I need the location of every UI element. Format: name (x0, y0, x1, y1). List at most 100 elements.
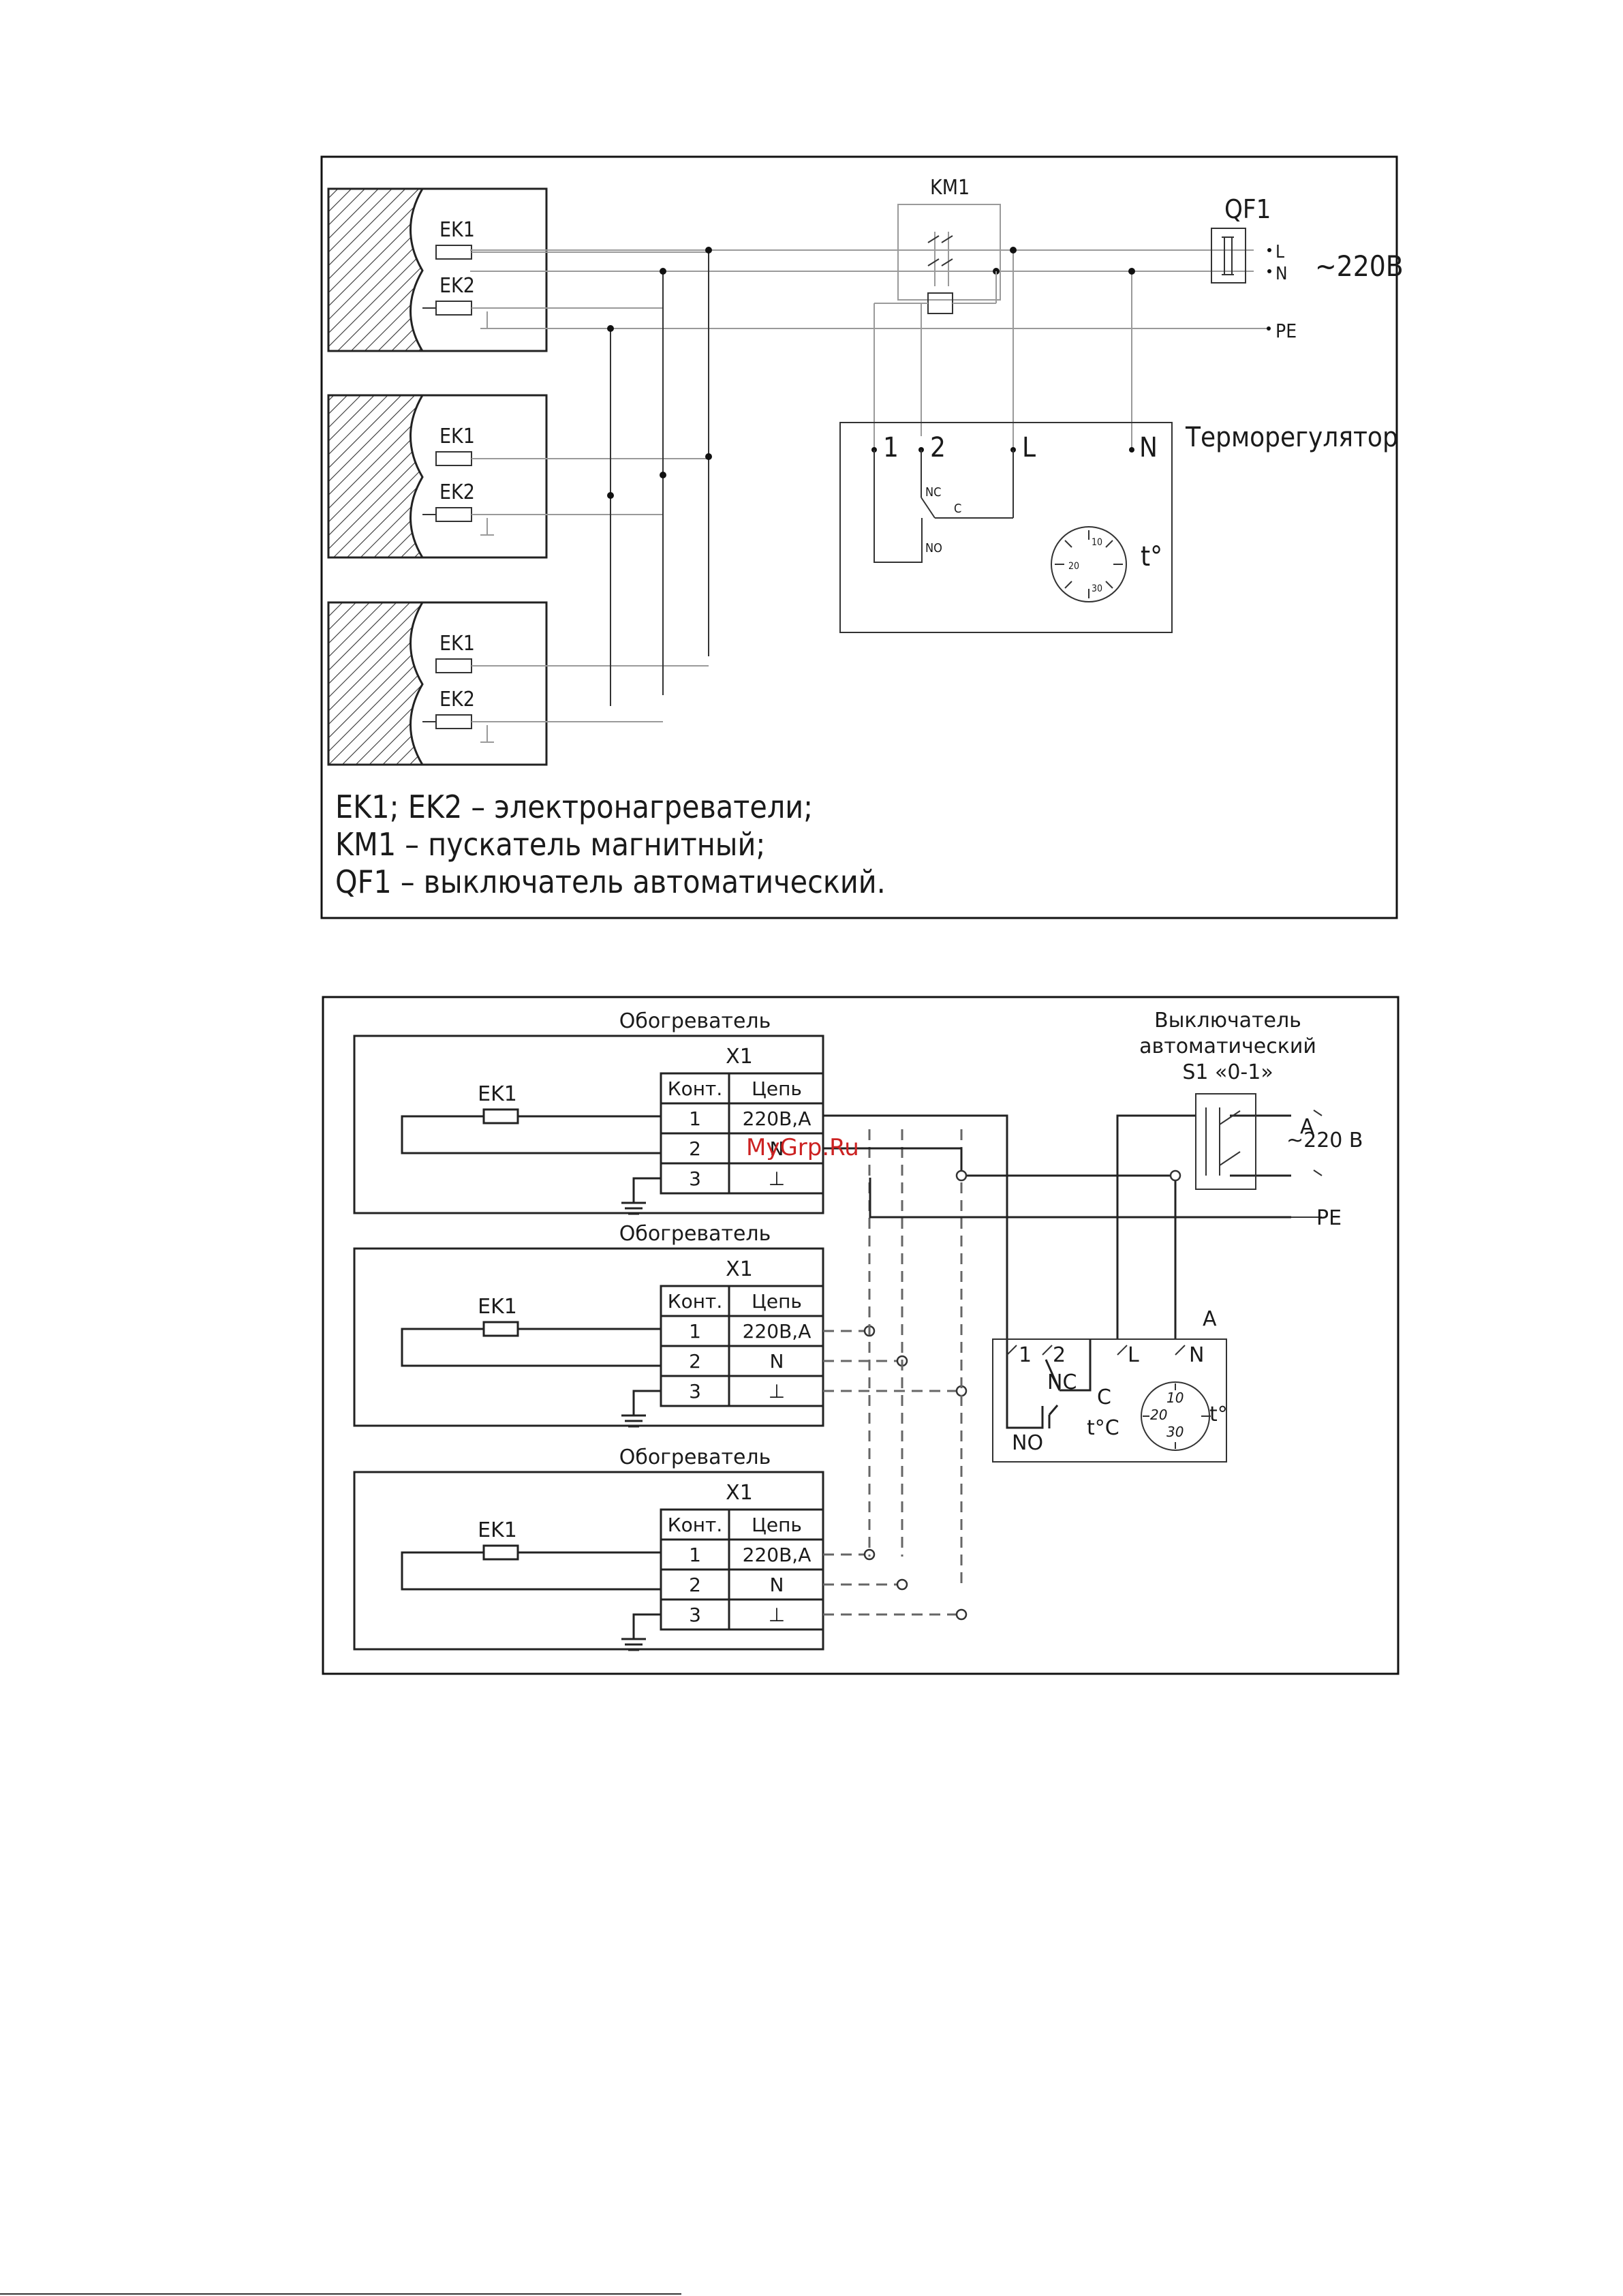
ek1-label: EK1 (478, 1518, 517, 1542)
header-cep: Цепь (752, 1077, 802, 1100)
ek1-resistor-icon (482, 1108, 519, 1124)
km1-label: KM1 (930, 176, 970, 200)
ek1-label: EK1 (478, 1082, 517, 1106)
terminal-l-label: L (1022, 432, 1036, 463)
ek1-label: EK1 (478, 1295, 517, 1319)
dashed-bus (868, 1129, 963, 1585)
row-cep: 220В,А (743, 1107, 812, 1130)
no-label: NO (925, 541, 942, 555)
thermostat-a-label: A (1203, 1307, 1217, 1331)
dial2-20: 20 (1150, 1407, 1167, 1423)
qf1-label: QF1 (1224, 194, 1271, 224)
row-cep: 220В,А (743, 1544, 812, 1566)
ek1-label: EK1 (439, 425, 475, 448)
terminal-1-label: 1 (883, 432, 899, 463)
thermostat-2: A 1 2 L N NC C NO t°C 10 20 30 t° (992, 1307, 1228, 1463)
row-cep: N (770, 1574, 784, 1596)
thermostat-tc: t°C (1087, 1416, 1119, 1440)
legend-line-2: KM1 – пускатель магнитный; (335, 826, 765, 863)
row-cep: ⊥ (769, 1380, 785, 1403)
switch-title-3: S1 «0-1» (1182, 1060, 1273, 1084)
switch-voltage-label: ~220 В (1286, 1129, 1363, 1152)
row-kont: 2 (689, 1137, 701, 1160)
ek1-resistor-icon (435, 451, 472, 466)
thermostat-tdeg: t° (1209, 1403, 1228, 1426)
row-kont: 3 (689, 1167, 701, 1190)
dial2-30: 30 (1166, 1424, 1184, 1440)
terminal-2-label: 2 (930, 432, 946, 463)
switch-a-label: A (1300, 1115, 1314, 1139)
header-kont: Конт. (668, 1077, 723, 1100)
row-kont: 3 (689, 1604, 701, 1626)
qf1-n-label: N (1276, 264, 1288, 284)
row-kont: 3 (689, 1380, 701, 1403)
ek2-resistor-icon (435, 301, 472, 316)
thermostat-t1: 1 (1019, 1343, 1032, 1367)
row-kont: 1 (689, 1107, 701, 1130)
row-cep: N (770, 1350, 784, 1373)
ek2-resistor-icon (435, 714, 472, 729)
ek2-resistor-icon (435, 507, 472, 522)
legend: EK1; EK2 – электронагреватели; KM1 – пус… (335, 789, 886, 900)
ek1-label: EK1 (439, 218, 475, 242)
ek1-resistor-icon (435, 245, 472, 260)
ek2-label: EK2 (439, 688, 475, 711)
row-kont: 1 (689, 1544, 701, 1566)
header-kont: Конт. (668, 1290, 723, 1313)
pe-label: PE (1276, 320, 1297, 342)
x1-label: X1 (726, 1045, 753, 1069)
thermostat-title: Терморегулятор (1185, 422, 1398, 453)
supply-lines (470, 249, 1267, 706)
ek2-label: EK2 (439, 274, 475, 298)
row-kont: 2 (689, 1350, 701, 1373)
header-cep: Цепь (752, 1514, 802, 1536)
qf1-l-label: L (1276, 242, 1284, 262)
watermark: MyGrp.Ru (746, 1134, 859, 1161)
temp-symbol: t° (1141, 541, 1162, 572)
switch-title-2: автоматический (1139, 1035, 1316, 1058)
legend-line-1: EK1; EK2 – электронагреватели; (335, 789, 813, 825)
ek1-resistor-icon (482, 1544, 519, 1561)
thermostat-tl: L (1128, 1343, 1139, 1367)
dial-20: 20 (1068, 561, 1079, 572)
nc-label: NC (925, 485, 941, 500)
ek2-label: EK2 (439, 480, 475, 504)
heater-title: Обогреватель (619, 1445, 771, 1469)
supply-wiring-2: A ~220 В PE (823, 1109, 1363, 1429)
dial2-10: 10 (1166, 1390, 1184, 1406)
temperature-dial-icon (1051, 526, 1127, 602)
row-cep: N (770, 1137, 784, 1160)
ek1-resistor-icon (482, 1321, 519, 1337)
c-label: C (954, 502, 961, 516)
s1-switch: Выключатель автоматический S1 «0-1» (1139, 1009, 1316, 1190)
terminal-n-label: N (1139, 432, 1158, 463)
thermostat-block: Терморегулятор 1 2 L N NC C NO 10 20 30 … (839, 422, 1398, 633)
diagram-1-frame (320, 155, 1398, 919)
thermostat-t2: 2 (1053, 1343, 1066, 1367)
heater-title: Обогреватель (619, 1222, 771, 1246)
ek1-resistor-icon (435, 658, 472, 673)
row-cep: ⊥ (769, 1604, 785, 1626)
qf1-breaker: QF1 L N ~220В PE (1211, 194, 1404, 342)
row-kont: 1 (689, 1320, 701, 1343)
x1-label: X1 (726, 1481, 753, 1505)
dial-10: 10 (1092, 537, 1102, 548)
km1-contactor: KM1 (874, 176, 1001, 450)
legend-line-3: QF1 – выключатель автоматический. (335, 863, 886, 900)
diagram-2-frame (322, 996, 1400, 1675)
voltage-label: ~220В (1315, 249, 1404, 283)
header-kont: Конт. (668, 1514, 723, 1536)
thermostat-tn: N (1189, 1343, 1204, 1367)
x1-label: X1 (726, 1257, 753, 1281)
thermostat-no: NO (1012, 1431, 1043, 1455)
switch-pe-label: PE (1316, 1206, 1342, 1230)
